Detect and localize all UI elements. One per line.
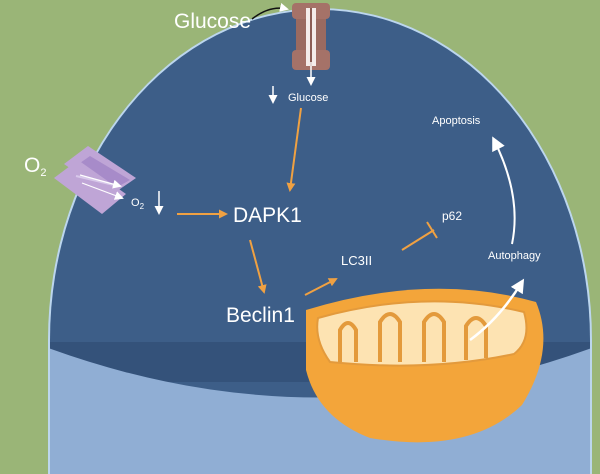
autophagy-to-apoptosis-arrow xyxy=(492,136,516,245)
o2-inside-label: O2 xyxy=(131,197,145,211)
glucose-outside-label: Glucose xyxy=(174,10,251,33)
glucose-to-dapk1-arrow xyxy=(286,107,302,192)
o2-outside-label: O2 xyxy=(24,154,46,179)
lc3ii-inhibits-p62 xyxy=(401,221,438,251)
o2-influx-arrow-2 xyxy=(81,182,124,200)
apoptosis-label: Apoptosis xyxy=(432,115,481,127)
lc3ii-label: LC3II xyxy=(341,253,372,268)
o2-influx-arrow xyxy=(79,174,122,189)
cell-bottom-band xyxy=(50,345,590,474)
dapk1-to-beclin1-arrow xyxy=(249,239,267,294)
glucose-inside-label: Glucose xyxy=(288,92,328,104)
p62-label: p62 xyxy=(442,209,462,223)
autophagy-label: Autophagy xyxy=(488,250,541,262)
beclin1-label: Beclin1 xyxy=(226,304,295,327)
mitochondrion-to-autophagy-arrow xyxy=(469,278,525,342)
beclin1-to-lc3ii-arrow xyxy=(304,278,338,296)
glucose-entry-arrow xyxy=(251,3,289,20)
mitochondrion-icon xyxy=(306,288,544,443)
glucose-transporter-icon xyxy=(292,3,330,70)
dapk1-label: DAPK1 xyxy=(233,204,302,227)
